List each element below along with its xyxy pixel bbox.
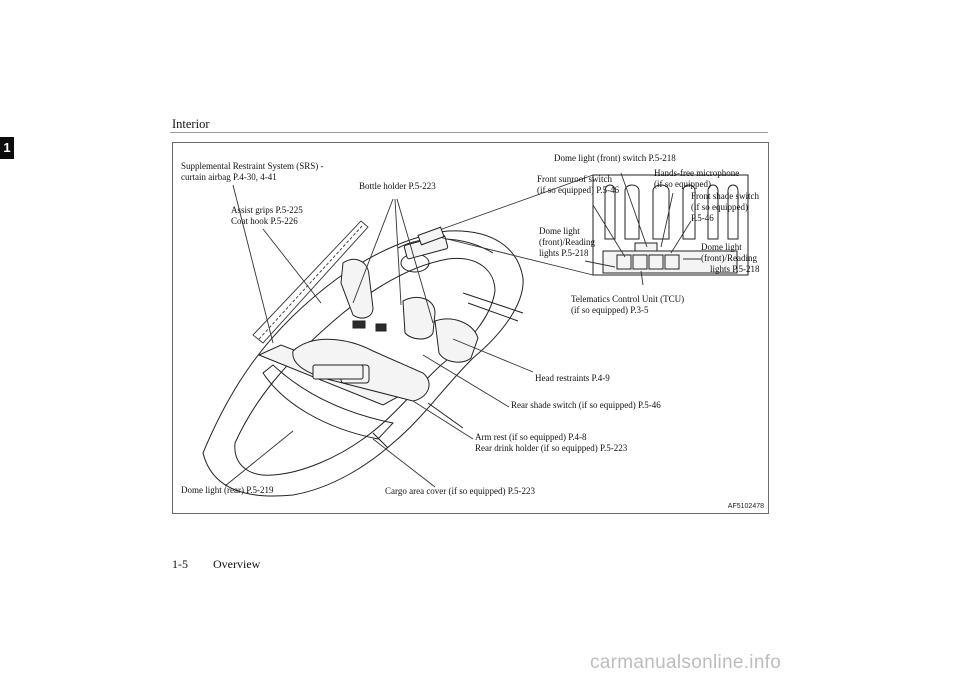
page-header-title: Interior xyxy=(172,117,210,131)
label-srs-curtain-airbag: Supplemental Restraint System (SRS) - cu… xyxy=(181,161,324,182)
label-bottle-holder: Bottle holder P.5-223 xyxy=(359,181,436,191)
label-cargo-area-cover: Cargo area cover (if so equipped) P.5-22… xyxy=(385,486,536,496)
label-front-sunroof-switch: Front sunroof switch (if so equipped) P.… xyxy=(537,174,619,195)
header-rule xyxy=(170,132,768,133)
watermark: carmanualsonline.info xyxy=(590,652,782,673)
label-front-shade-switch: Front shade switch (if so equipped) P.5-… xyxy=(691,191,759,223)
label-handsfree-microphone: Hands-free microphone (if so equipped) xyxy=(654,168,740,189)
label-rear-shade-switch: Rear shade switch (if so equipped) P.5-4… xyxy=(511,400,661,410)
label-dome-light-rear: Dome light (rear) P.5-219 xyxy=(181,485,274,495)
label-dome-reading-left: Dome light (front)/Reading lights P.5-21… xyxy=(539,226,595,258)
label-telematics-control-unit: Telematics Control Unit (TCU) (if so equ… xyxy=(571,294,685,315)
figure-code: AF5102478 xyxy=(727,503,764,510)
label-assist-grips: Assist grips P.5-225 Coat hook P.5-226 xyxy=(231,205,303,226)
label-arm-rest: Arm rest (if so equipped) P.4-8 Rear dri… xyxy=(475,432,628,453)
label-head-restraints: Head restraints P.4-9 xyxy=(535,373,610,383)
footer-page-number: 1-5 xyxy=(172,557,188,571)
chapter-tab: 1 xyxy=(0,137,14,159)
footer-section-name: Overview xyxy=(213,557,261,571)
interior-figure: Supplemental Restraint System (SRS) - cu… xyxy=(172,142,769,514)
label-dome-front-switch: Dome light (front) switch P.5-218 xyxy=(554,153,676,163)
label-dome-reading-right: Dome light (front)/Reading lights P.5-21… xyxy=(701,242,760,274)
car-interior-illustration xyxy=(202,172,749,497)
